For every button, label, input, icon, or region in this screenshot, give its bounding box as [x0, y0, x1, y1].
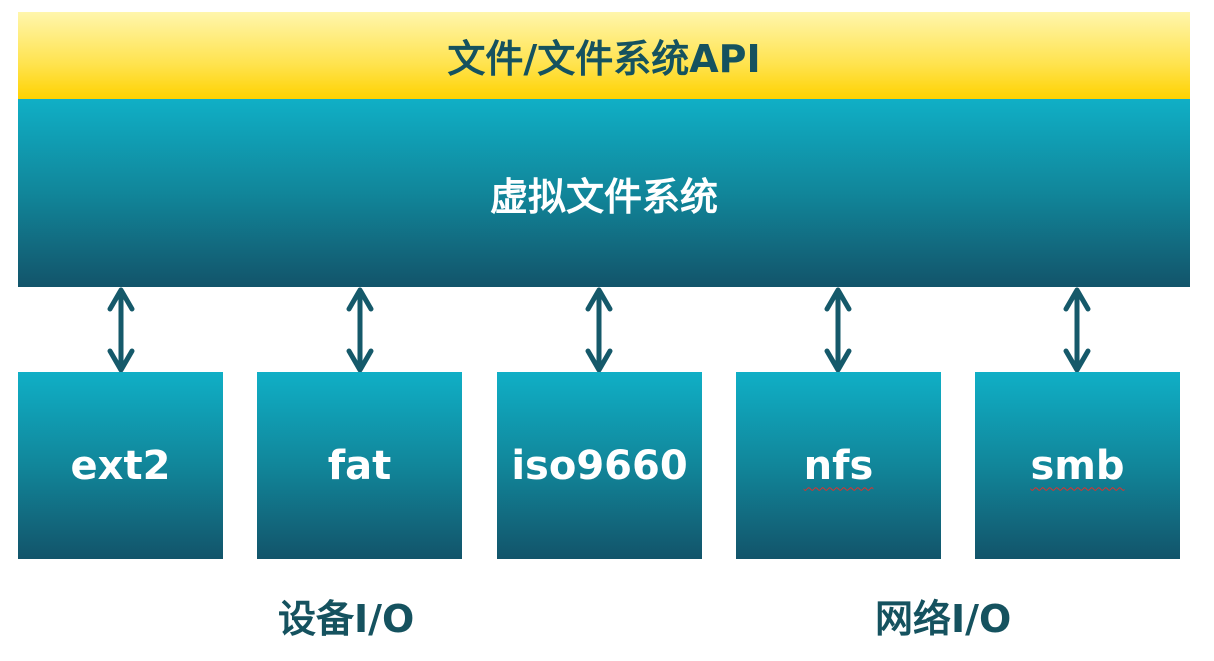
device-io-label: 设备I/O: [278, 597, 415, 641]
bidirectional-arrow-icon: [824, 287, 852, 373]
fs-box-iso9660: iso9660: [497, 372, 702, 559]
fs-box-nfs: nfs: [736, 372, 941, 559]
bidirectional-arrow-icon: [107, 287, 135, 373]
fs-label: smb: [1030, 442, 1125, 489]
file-api-layer: 文件/文件系统API: [18, 12, 1190, 99]
fs-label: iso9660: [511, 442, 688, 489]
fs-box-smb: smb: [975, 372, 1180, 559]
fs-box-fat: fat: [257, 372, 462, 559]
network-io-label: 网络I/O: [875, 597, 1012, 641]
fs-label: ext2: [70, 442, 171, 489]
fs-box-ext2: ext2: [18, 372, 223, 559]
bidirectional-arrow-icon: [1063, 287, 1091, 373]
bidirectional-arrow-icon: [585, 287, 613, 373]
file-api-label: 文件/文件系统API: [447, 37, 761, 81]
vfs-layer: 虚拟文件系统: [18, 99, 1190, 287]
fs-label: nfs: [803, 442, 874, 489]
vfs-label: 虚拟文件系统: [489, 174, 718, 219]
fs-label: fat: [327, 442, 392, 489]
bidirectional-arrow-icon: [346, 287, 374, 373]
